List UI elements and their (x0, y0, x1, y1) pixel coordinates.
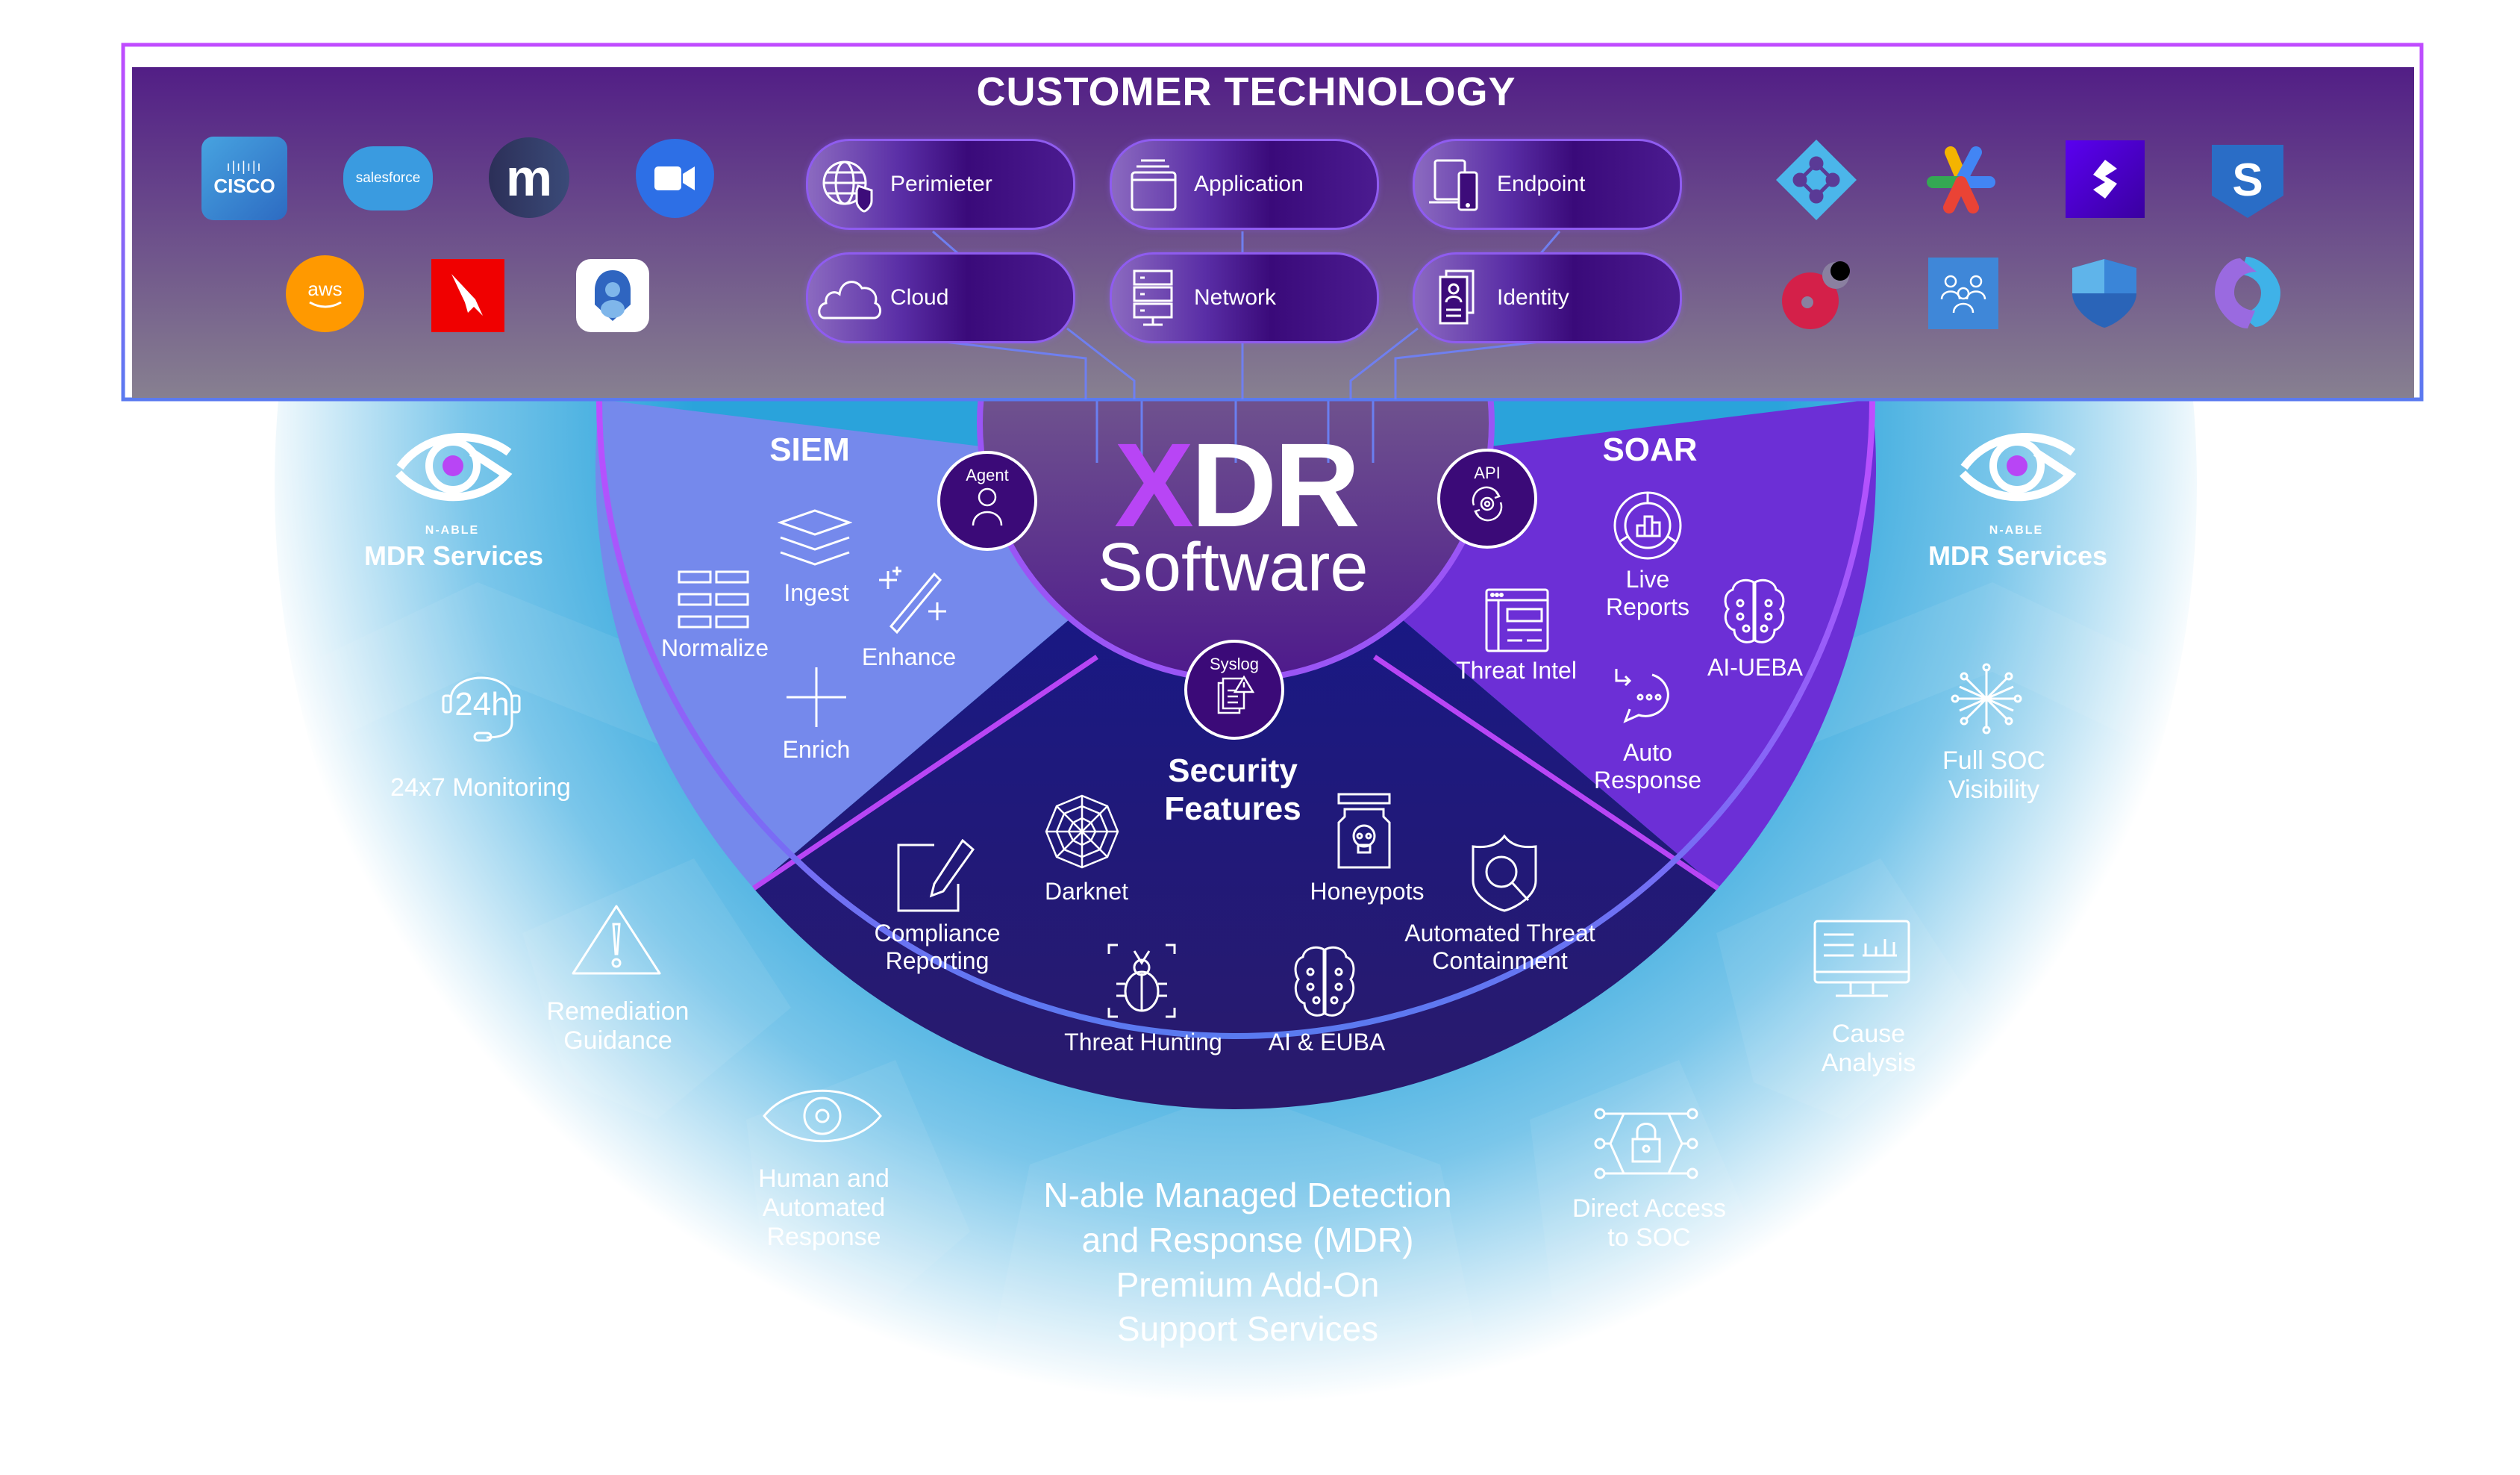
service-human-automated-label: Human and Automated Response (758, 1164, 889, 1252)
azure-ad-logo (1775, 138, 1858, 222)
bug-icon (1106, 944, 1178, 1022)
person-icon (972, 487, 1003, 526)
warning-icon (570, 903, 663, 982)
crowdstrike-logo (431, 259, 504, 332)
security-honeypots-label: Honeypots (1310, 878, 1425, 905)
mdr-services-left-label: MDR Services (363, 540, 544, 571)
document-alert-icon (1217, 675, 1254, 714)
headset-24h-icon: 24h (433, 663, 530, 749)
category-application[interactable]: Application (1110, 139, 1379, 230)
category-endpoint[interactable]: Endpoint (1413, 139, 1682, 230)
mdr-center-text: N-able Managed Detection and Response (M… (1043, 1176, 1452, 1349)
security-darknet-label: Darknet (1044, 878, 1129, 905)
mdr-eye-logo-left (390, 422, 516, 508)
mdr-services-right-label: MDR Services (1927, 540, 2108, 571)
monitor-chart-icon (1813, 920, 1910, 1005)
eye-icon (761, 1082, 884, 1153)
cisco-logo: ı|ı|ı|ı CISCO (201, 137, 287, 220)
svg-text:24h: 24h (454, 686, 509, 723)
agent-connector[interactable]: Agent (937, 451, 1037, 551)
soar-ai-ueba-label: AI-UEBA (1707, 654, 1804, 681)
brain-icon (1721, 576, 1788, 652)
xdr-title: XDR (1114, 418, 1360, 552)
siem-title: SIEM (769, 431, 850, 468)
svg-text:S: S (2232, 155, 2263, 206)
poison-jar-icon (1334, 793, 1394, 874)
service-cause-analysis-label: Cause Analysis (1821, 1020, 1916, 1078)
service-24x7-label: 24x7 Monitoring (390, 773, 571, 802)
category-identity[interactable]: Identity (1413, 252, 1682, 343)
customer-tech-title: CUSTOMER TECHNOLOGY (976, 69, 1516, 114)
category-cloud[interactable]: Cloud (806, 252, 1075, 343)
chat-bubble-icon (1612, 664, 1679, 735)
api-connector[interactable]: API (1437, 449, 1537, 549)
nable-brand-left: N-ABLE (425, 524, 480, 537)
service-remediation-label: Remediation Guidance (546, 997, 690, 1055)
aws-logo: aws (286, 255, 364, 332)
shield-search-icon (1470, 834, 1542, 916)
sentinel-s-logo (2066, 140, 2145, 218)
customer-tech-panel (132, 67, 2414, 398)
google-workspace-logo (1924, 142, 1998, 216)
browser-list-icon (1485, 588, 1549, 656)
soar-threat-intel-label: Threat Intel (1456, 657, 1577, 684)
service-full-soc-label: Full SOC Visibility (1942, 746, 2045, 805)
siem-normalize-label: Normalize (660, 634, 769, 661)
zoom-logo (636, 139, 714, 218)
syslog-connector[interactable]: Syslog (1184, 640, 1284, 740)
brain-icon (1291, 944, 1358, 1025)
siem-enhance-label: Enhance (861, 643, 957, 670)
spider-web-icon (1045, 794, 1119, 873)
red-dot-logo (1776, 258, 1858, 332)
plus-icon (785, 666, 848, 732)
server-rack-icon (1112, 255, 1194, 341)
salesforce-logo: salesforce (343, 146, 433, 211)
security-automated-containment-label: Automated Threat Containment (1404, 920, 1595, 974)
id-card-icon (1415, 255, 1497, 341)
globe-shield-icon (808, 141, 890, 228)
copilot-logo (2209, 254, 2286, 331)
gear-cycle-icon (1472, 486, 1503, 522)
xdr-subtitle: Software (1097, 529, 1369, 605)
magic-wand-icon (875, 564, 949, 642)
category-perimieter[interactable]: Perimieter (806, 139, 1075, 230)
siem-ingest-label: Ingest (784, 579, 849, 606)
mdr-eye-logo-right (1954, 422, 2080, 508)
sophos-logo: S (2209, 142, 2286, 219)
siem-enrich-label: Enrich (782, 736, 851, 763)
category-network[interactable]: Network (1110, 252, 1379, 343)
lock-network-icon (1594, 1108, 1698, 1183)
edit-document-icon (895, 838, 978, 917)
laptop-phone-icon (1415, 141, 1497, 228)
report-chart-icon (1612, 490, 1683, 565)
soar-live-reports-label: Live Reports (1605, 566, 1690, 620)
nable-brand-right: N-ABLE (1989, 524, 2044, 537)
security-segment (754, 478, 1718, 1109)
authenticator-logo (576, 259, 649, 332)
service-direct-access-label: Direct Access to SOC (1572, 1194, 1726, 1253)
grid-rows-icon (676, 569, 751, 632)
security-ai-euba-label: AI & EUBA (1268, 1029, 1386, 1055)
soar-title: SOAR (1602, 431, 1698, 468)
cloud-icon (808, 255, 890, 341)
defender-shield-logo (2071, 258, 2138, 329)
teams-people-logo (1928, 258, 1998, 329)
background-chevrons (321, 582, 2149, 1403)
soar-auto-response-label: Auto Response (1593, 739, 1702, 793)
application-window-icon (1112, 141, 1194, 228)
layers-icon (777, 508, 853, 576)
security-features-title: Security Features (1164, 752, 1301, 827)
security-compliance-label: Compliance Reporting (874, 920, 1001, 974)
security-threat-hunting-label: Threat Hunting (1064, 1029, 1222, 1055)
m-logo: m (489, 137, 569, 218)
network-burst-icon (1951, 663, 2022, 738)
